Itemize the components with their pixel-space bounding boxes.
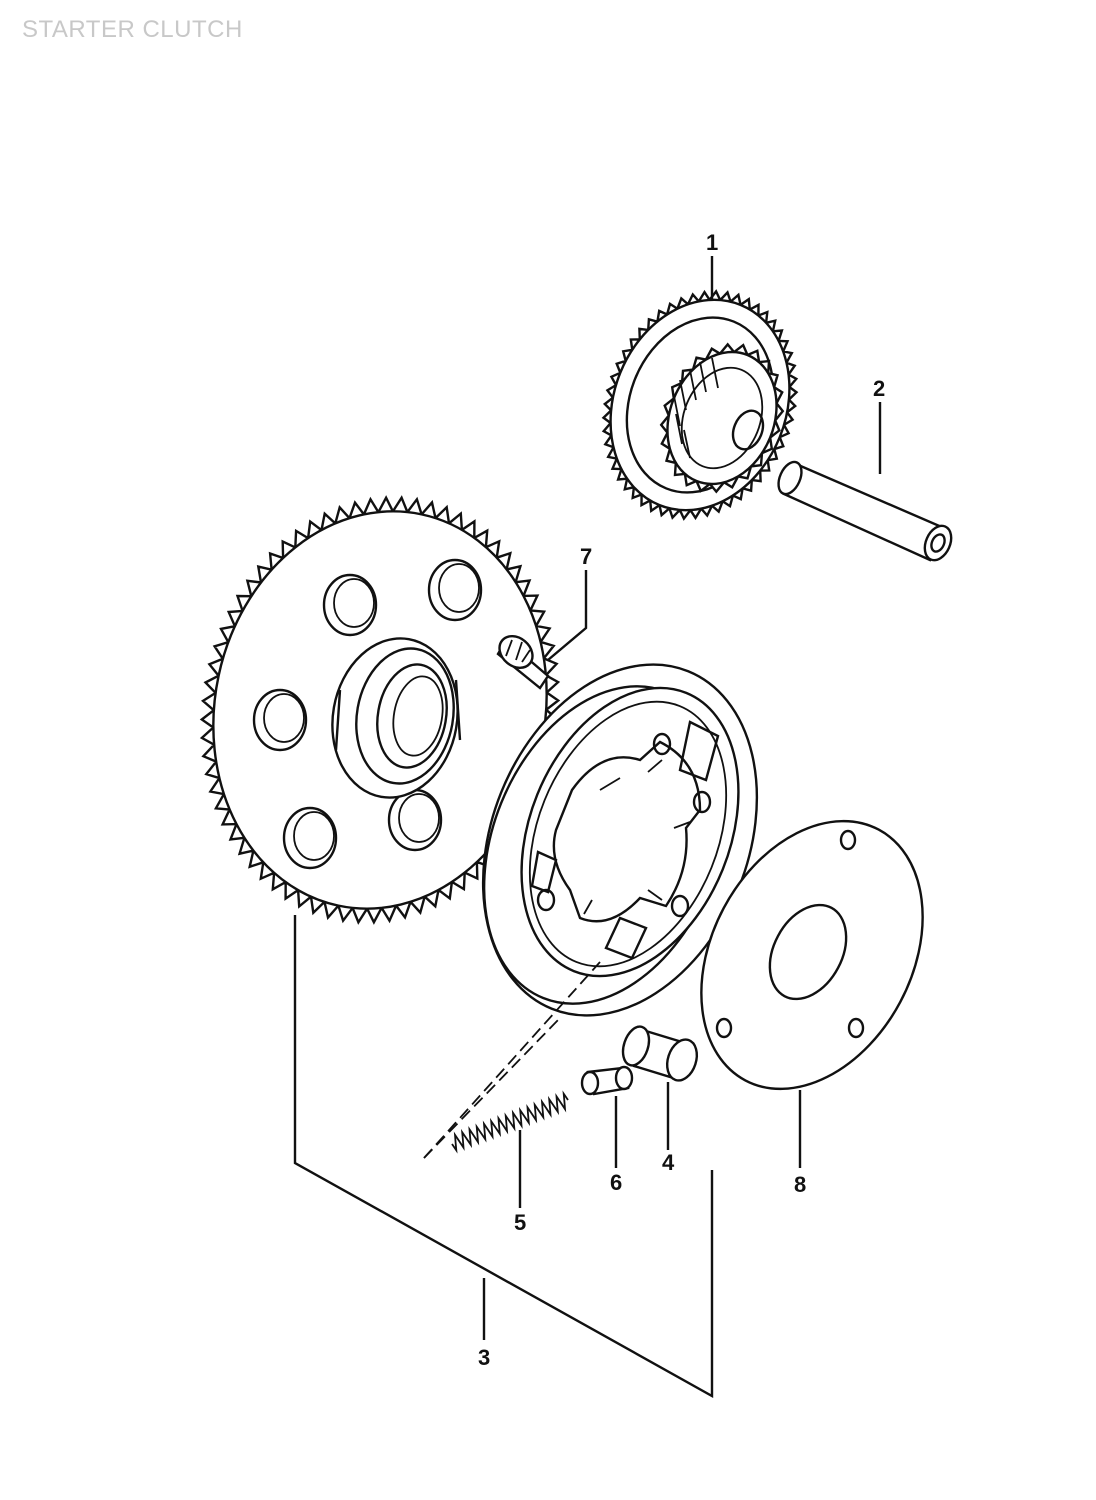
plunger-part-6 bbox=[580, 1065, 634, 1096]
one-way-clutch-housing bbox=[481, 663, 759, 1017]
bolt-part-7 bbox=[496, 635, 550, 690]
clutch-plate-part-8 bbox=[700, 819, 924, 1091]
idle-gear-shaft-part-2 bbox=[777, 460, 953, 562]
page-title: STARTER CLUTCH bbox=[22, 16, 243, 43]
callout-7: 7 bbox=[580, 544, 592, 569]
leader-lines bbox=[293, 256, 882, 1399]
callout-8: 8 bbox=[794, 1172, 806, 1197]
callout-6: 6 bbox=[610, 1170, 622, 1195]
spring-part-5 bbox=[451, 1090, 569, 1154]
callout-3: 3 bbox=[478, 1345, 490, 1370]
roller-part-4 bbox=[621, 1025, 699, 1082]
gear-lightening-holes bbox=[252, 558, 483, 870]
callout-1: 1 bbox=[706, 230, 718, 255]
starter-driven-gear-part-3 bbox=[199, 495, 561, 925]
idle-gear-part-1 bbox=[601, 289, 799, 521]
callout-labels: 1 2 3 4 5 6 7 8 bbox=[478, 230, 885, 1370]
callout-5: 5 bbox=[514, 1210, 526, 1235]
callout-4: 4 bbox=[662, 1150, 675, 1175]
callout-2: 2 bbox=[873, 376, 885, 401]
